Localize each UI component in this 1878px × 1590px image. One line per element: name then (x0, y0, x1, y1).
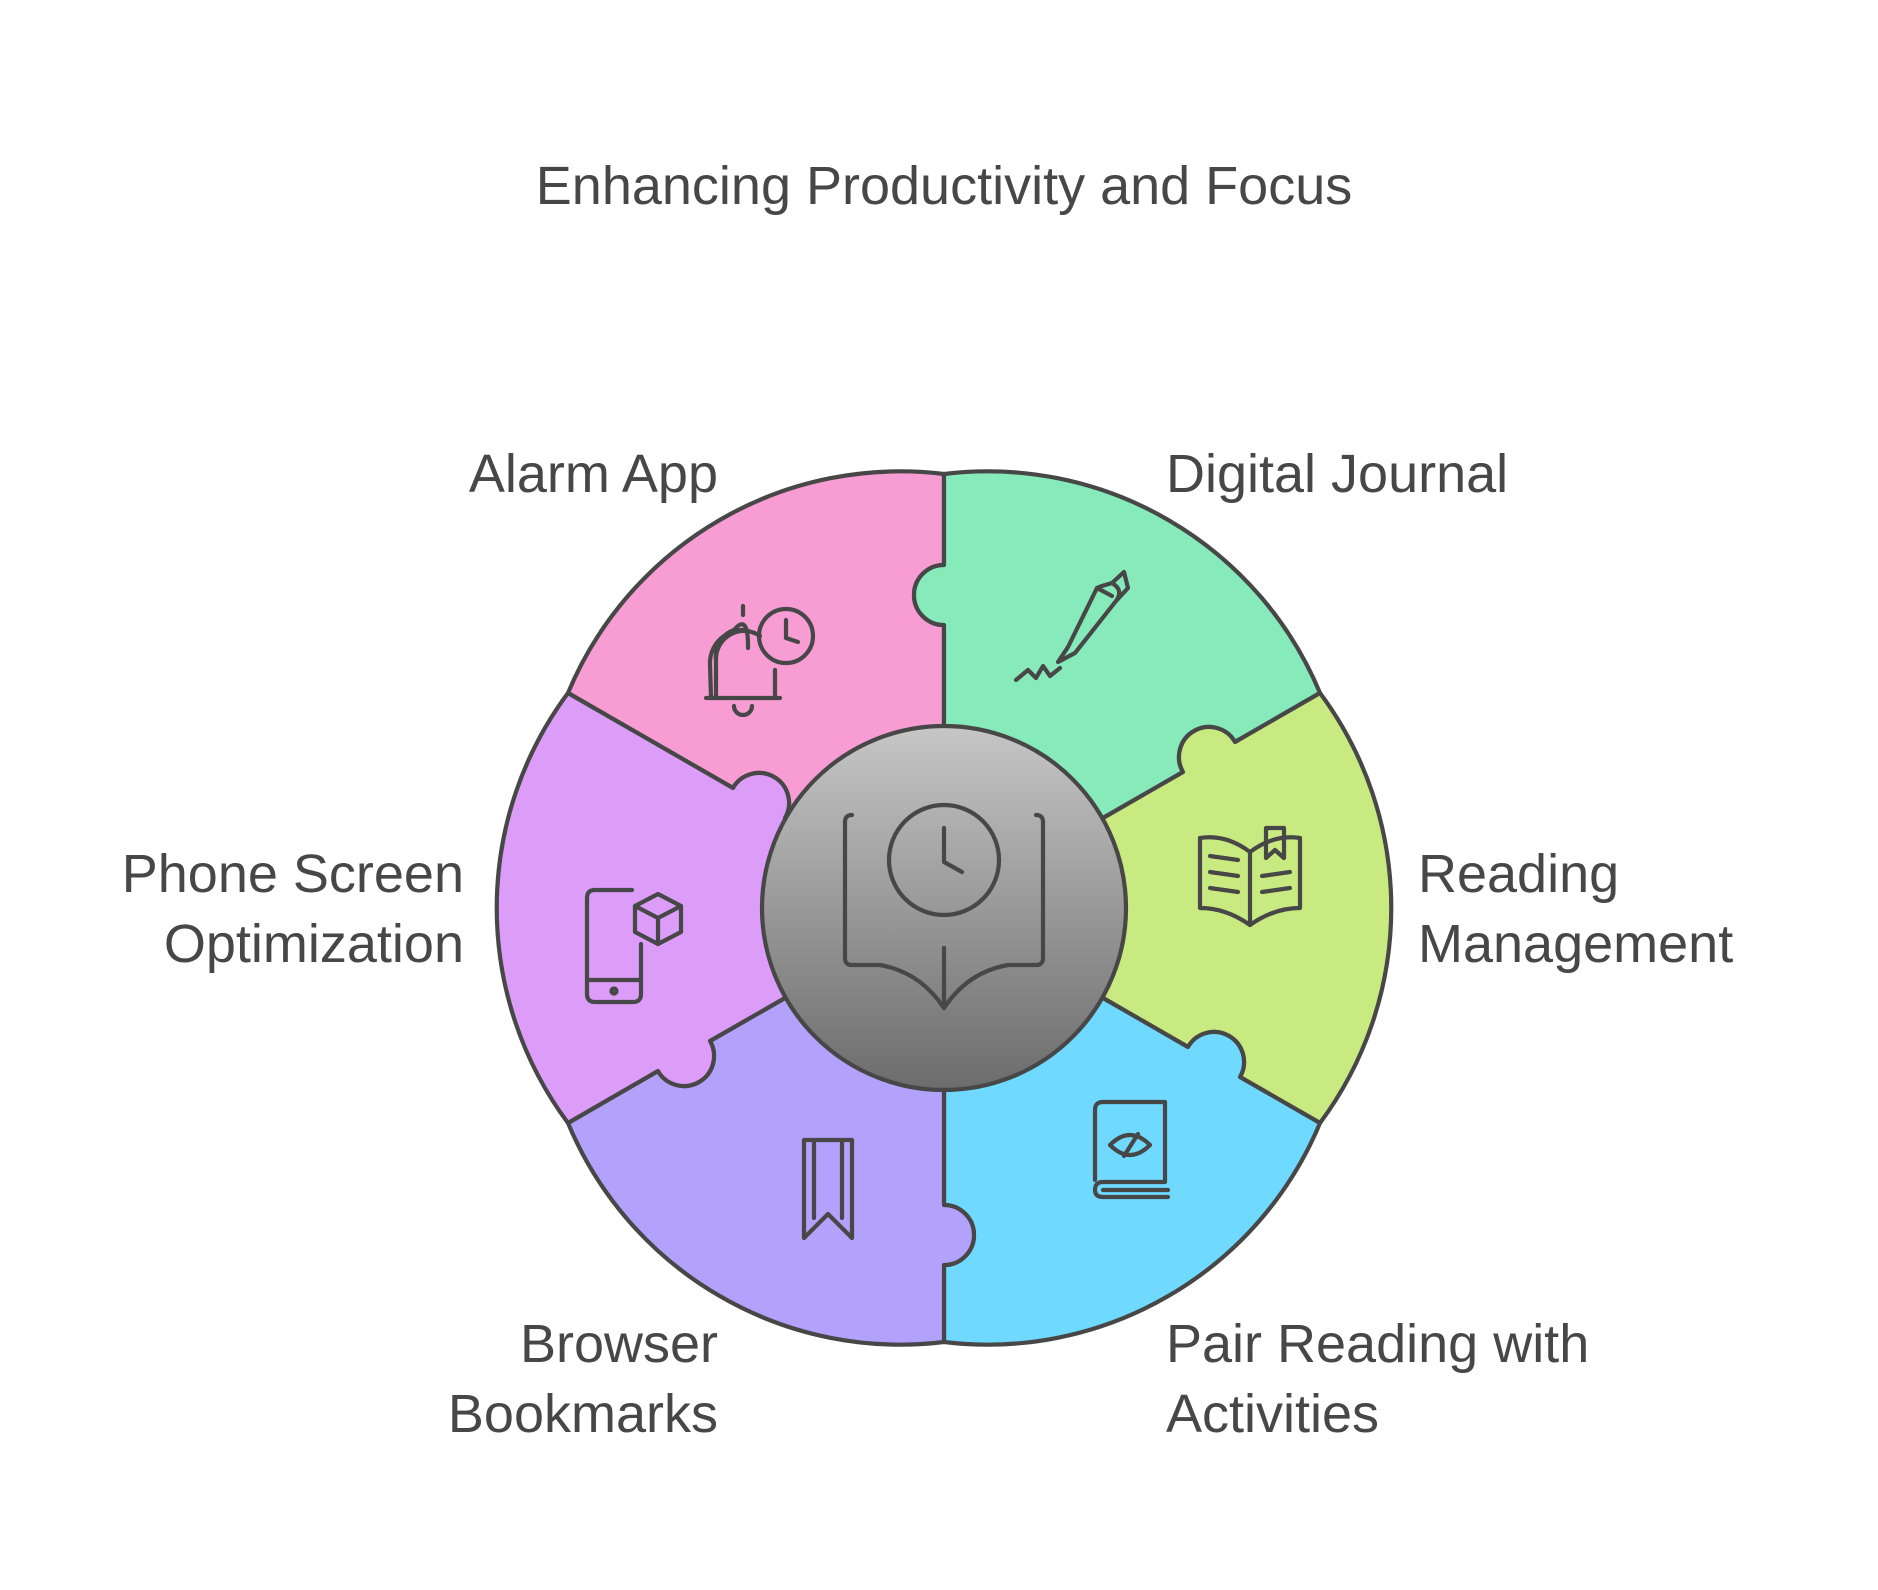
diagram-title: Enhancing Productivity and Focus (536, 156, 1352, 216)
label-line: Management (1418, 914, 1733, 974)
label-phone-screen-optimization: Phone Screen Optimization (122, 844, 464, 974)
label-browser-bookmarks: Browser Bookmarks (448, 1314, 718, 1444)
label-alarm-app: Alarm App (469, 444, 718, 504)
label-line: Browser (520, 1314, 718, 1374)
label-digital-journal: Digital Journal (1166, 444, 1508, 504)
label-line: Bookmarks (448, 1384, 718, 1444)
book-clock-icon (842, 802, 1046, 1011)
label-line: Activities (1166, 1384, 1379, 1444)
label-line: Phone Screen (122, 844, 464, 904)
label-line: Optimization (164, 914, 464, 974)
bell-clock-icon (703, 603, 816, 718)
label-reading-management: Reading Management (1418, 844, 1733, 974)
phone-cube-icon (584, 887, 684, 1005)
center-hub (759, 723, 1129, 1093)
label-line: Pair Reading with (1166, 1314, 1589, 1374)
label-line: Reading (1418, 844, 1619, 904)
label-line: Digital Journal (1166, 444, 1508, 504)
label-pair-reading-with-activities: Pair Reading with Activities (1166, 1314, 1589, 1444)
open-book-icon (1197, 825, 1303, 928)
label-line: Alarm App (469, 444, 718, 504)
pen-signature-icon (1013, 569, 1131, 683)
bookmark-icon (801, 1137, 855, 1241)
book-eye-icon (1092, 1099, 1171, 1200)
